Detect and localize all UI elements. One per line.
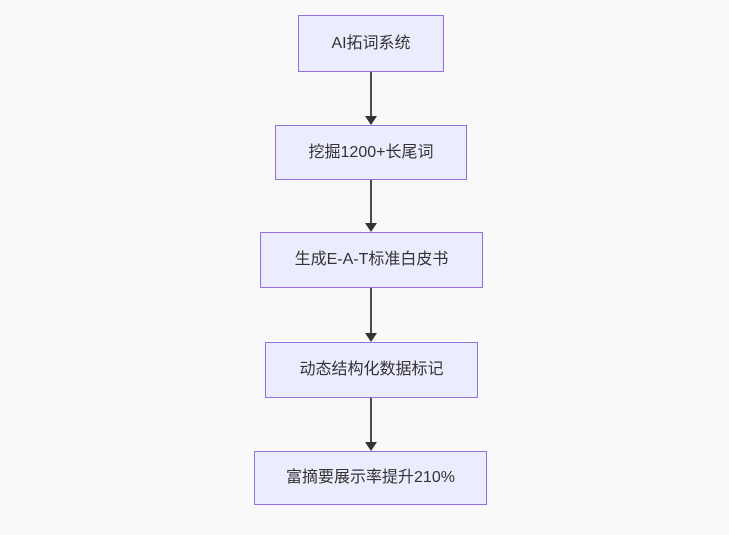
flowchart-node-rich-snippet-rate: 富摘要展示率提升210% [254,451,487,505]
arrow-connector [365,288,377,342]
flowchart-node-longtail-mining: 挖掘1200+长尾词 [275,125,467,180]
arrow-down-icon [365,442,377,451]
flowchart-node-eat-whitepaper: 生成E-A-T标准白皮书 [260,232,483,288]
node-label: 生成E-A-T标准白皮书 [294,251,449,269]
arrow-down-icon [365,116,377,125]
arrow-line [370,398,372,442]
flowchart-node-ai-keyword-system: AI拓词系统 [298,15,444,72]
arrow-connector [365,398,377,451]
flowchart-node-structured-data-markup: 动态结构化数据标记 [265,342,478,398]
arrow-line [370,72,372,116]
node-label: AI拓词系统 [331,34,411,52]
node-label: 挖掘1200+长尾词 [308,143,434,161]
node-label: 动态结构化数据标记 [299,361,444,379]
arrow-connector [365,72,377,125]
arrow-down-icon [365,333,377,342]
arrow-line [370,180,372,223]
arrow-down-icon [365,223,377,232]
arrow-line [370,288,372,333]
node-label: 富摘要展示率提升210% [286,469,455,487]
arrow-connector [365,180,377,232]
